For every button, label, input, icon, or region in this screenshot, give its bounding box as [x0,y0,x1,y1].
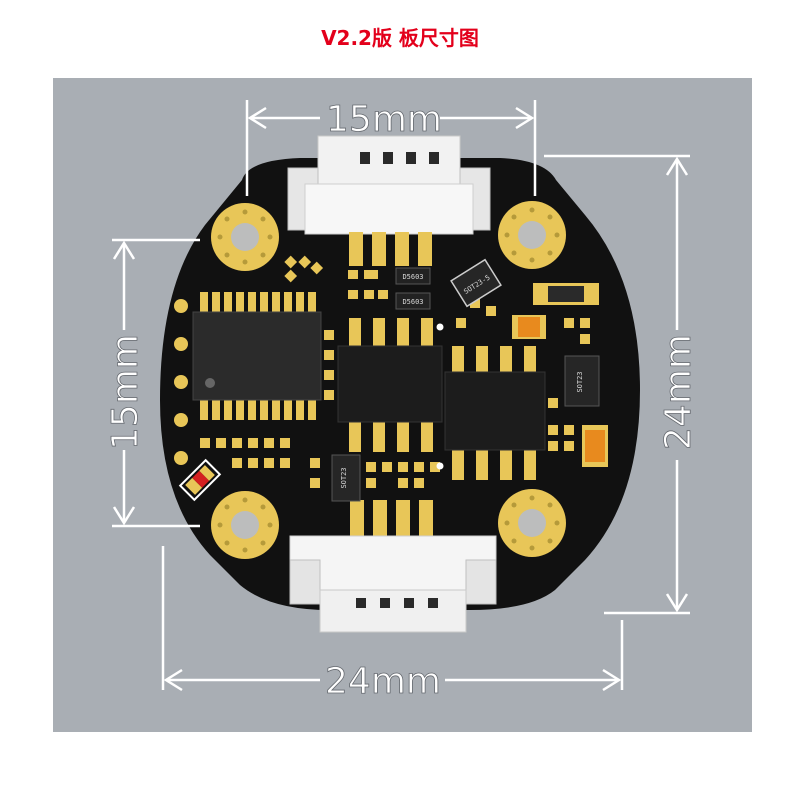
connector-top [287,135,491,235]
diode-d1: D5603 [395,267,431,285]
mounting-hole-bottom-right [498,489,566,557]
svg-text:D5603: D5603 [402,273,423,281]
edge-pads-left [174,299,188,465]
fiducial-dot [436,323,444,331]
ic-left [192,292,322,420]
ic-sot23-left: SOT23 [331,454,361,502]
dimension-right-label: 24mm [658,334,699,450]
page-title: V2.2版 板尺寸图 [321,26,479,50]
mounting-hole-top-right [498,201,566,269]
connector-top-pads [349,232,432,266]
svg-text:D5603: D5603 [402,298,423,306]
led-red [178,458,222,502]
svg-text:SOT23: SOT23 [340,467,348,488]
passive-pads [200,255,590,488]
connector-bottom [289,500,497,633]
ic-right [444,346,546,480]
mounting-hole-top-left [211,203,279,271]
dimension-lines [112,100,690,692]
dimension-left-label: 15mm [105,334,146,450]
ic-sot23-5: SOT23-5 [450,258,502,308]
diode-top-right [533,283,599,305]
dimension-bottom-label: 24mm [325,661,441,702]
svg-text:SOT23: SOT23 [576,371,584,392]
fiducial-dot [436,462,444,470]
ic-sot23-right: SOT23 [564,355,600,407]
capacitor-orange-top [512,315,546,339]
ic-center [337,318,443,452]
dimension-top-label: 15mm [326,99,442,140]
diode-d2: D5603 [395,292,431,310]
mounting-hole-bottom-left [211,491,279,559]
board-image: D5603 D5603 SOT23-5 SOT23 SOT23 [53,78,752,732]
capacitor-orange-right [582,425,608,467]
board-diagram: D5603 D5603 SOT23-5 SOT23 SOT23 [53,78,752,732]
